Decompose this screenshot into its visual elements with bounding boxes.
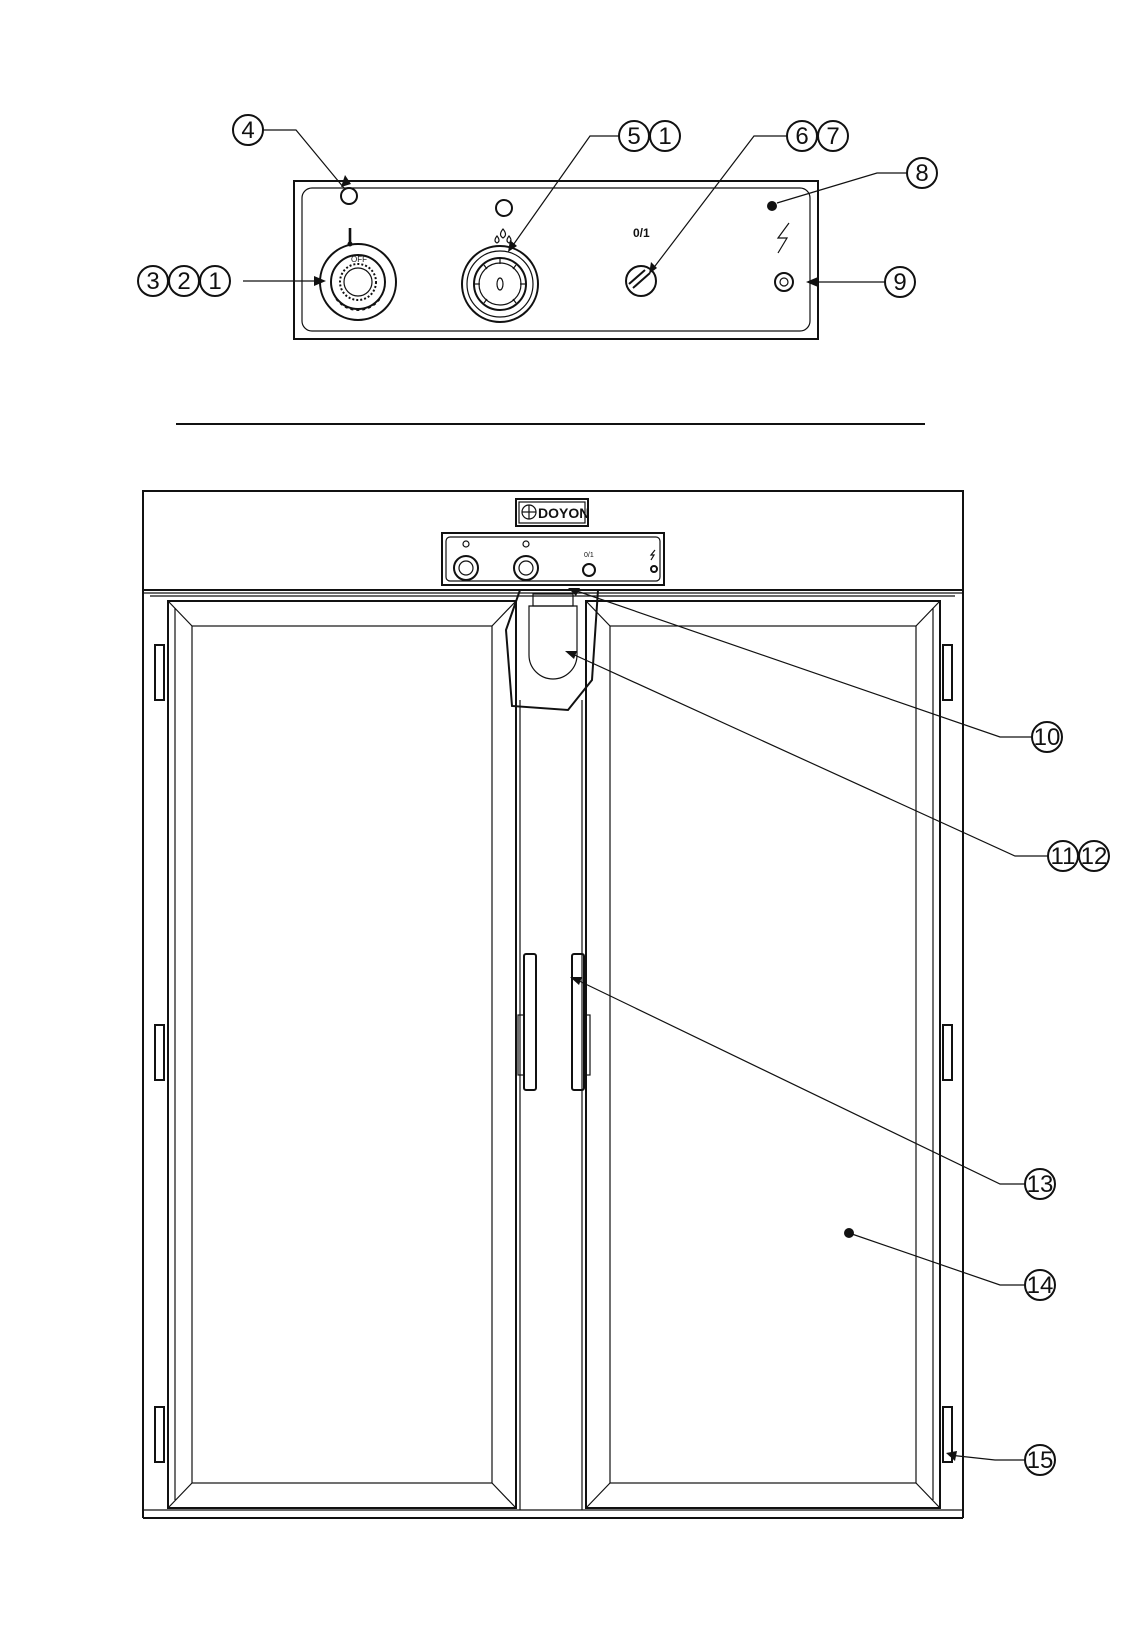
doyon-logo: DOYON: [515, 498, 589, 527]
knob1-off-label: OFF: [351, 255, 367, 264]
svg-text:7: 7: [826, 123, 839, 150]
callout-13: 13: [1024, 1168, 1056, 1200]
callout-4: 4: [232, 114, 264, 146]
right-hinges: [942, 644, 953, 1463]
on-off-switch[interactable]: [625, 265, 657, 297]
left-door-handle[interactable]: [517, 953, 537, 1091]
switch-label: 0/1: [633, 226, 650, 240]
indicator-light-1: [340, 187, 358, 205]
callout-9: 9: [884, 266, 916, 298]
logo-text: DOYON: [538, 505, 589, 521]
callout-10: 10: [1031, 721, 1063, 753]
callout-5-1: 5 1: [618, 120, 681, 152]
humidity-drops-icon: [494, 228, 512, 244]
mini-switch-label: 0/1: [584, 552, 594, 559]
sensor-housing: [504, 589, 600, 712]
lightning-icon: [776, 222, 790, 254]
svg-text:14: 14: [1027, 1272, 1054, 1299]
temperature-knob[interactable]: OFF: [319, 243, 397, 321]
callout-11-12: 11 12: [1047, 840, 1110, 872]
right-door[interactable]: [585, 600, 941, 1509]
callout-8: 8: [906, 157, 938, 189]
svg-text:3: 3: [146, 268, 159, 295]
svg-text:9: 9: [893, 269, 906, 296]
callout-6-7: 6 7: [786, 120, 849, 152]
callout-14: 14: [1024, 1269, 1056, 1301]
leader-arrowheads: [314, 175, 957, 1461]
right-door-handle[interactable]: [571, 953, 591, 1091]
svg-text:13: 13: [1027, 1171, 1054, 1198]
panel-outer-frame: [293, 180, 819, 340]
indicator-light-2: [495, 199, 513, 217]
svg-text:5: 5: [627, 123, 640, 150]
left-hinges: [154, 644, 165, 1463]
power-lamp: [774, 272, 794, 292]
panel-inner-frame: [301, 187, 811, 332]
leader-lines: [243, 129, 1048, 1461]
cabinet-front-view: DOYON 0/1: [142, 490, 964, 1519]
svg-text:1: 1: [658, 123, 671, 150]
svg-text:10: 10: [1034, 724, 1061, 751]
callout-3-2-1: 3 2 1: [137, 265, 231, 297]
svg-text:6: 6: [795, 123, 808, 150]
svg-text:15: 15: [1027, 1447, 1054, 1474]
left-door[interactable]: [167, 600, 517, 1509]
svg-text:4: 4: [241, 117, 254, 144]
svg-text:12: 12: [1081, 843, 1108, 870]
mini-control-panel: 0/1: [441, 532, 665, 586]
callout-15: 15: [1024, 1444, 1056, 1476]
svg-text:2: 2: [177, 268, 190, 295]
svg-text:11: 11: [1051, 843, 1076, 870]
humidity-knob[interactable]: [461, 245, 539, 323]
svg-text:1: 1: [208, 268, 221, 295]
control-panel-detail: OFF 0/1: [293, 180, 819, 340]
svg-text:8: 8: [915, 160, 928, 187]
